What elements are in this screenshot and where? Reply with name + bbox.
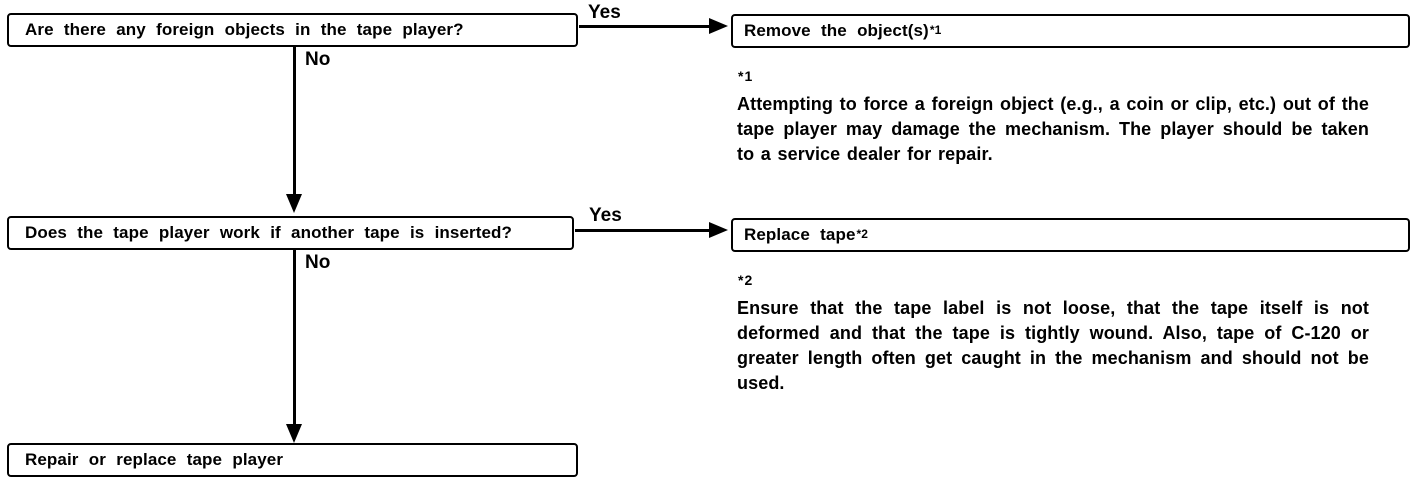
edge-label-yes-1: Yes	[588, 2, 621, 23]
arrowhead-down-1-icon	[286, 194, 302, 213]
action-1-footnote-ref: *1	[929, 23, 942, 37]
footnote-1-marker: *1	[738, 68, 754, 84]
connector-q2-no-line	[293, 250, 296, 425]
edge-label-no-2: No	[305, 252, 331, 273]
question-2-label: Does the tape player work if another tap…	[25, 223, 513, 242]
action-1-label: Remove the object(s)	[744, 21, 929, 40]
edge-label-no-1: No	[305, 49, 331, 70]
connector-q1-no-line	[293, 47, 296, 195]
flow-box-repair-or-replace: Repair or replace tape player	[7, 443, 578, 477]
arrowhead-right-2-icon	[709, 222, 728, 238]
connector-q2-yes-line	[575, 229, 711, 232]
connector-q1-yes-line	[579, 25, 711, 28]
flow-box-remove-objects: Remove the object(s)*1	[731, 14, 1410, 48]
flow-box-question-foreign-objects: Are there any foreign objects in the tap…	[7, 13, 578, 47]
flow-box-question-another-tape: Does the tape player work if another tap…	[7, 216, 574, 250]
arrowhead-right-1-icon	[709, 18, 728, 34]
footnote-2-text: Ensure that the tape label is not loose,…	[737, 298, 1369, 393]
footnote-2-marker: *2	[738, 272, 754, 288]
edge-label-yes-2: Yes	[589, 205, 622, 226]
action-2-footnote-ref: *2	[856, 227, 869, 241]
flow-box-replace-tape: Replace tape*2	[731, 218, 1410, 252]
question-1-label: Are there any foreign objects in the tap…	[25, 20, 464, 39]
footnote-1-text: Attempting to force a foreign object (e.…	[737, 94, 1369, 164]
action-2-label: Replace tape	[744, 225, 856, 244]
arrowhead-down-2-icon	[286, 424, 302, 443]
end-label: Repair or replace tape player	[25, 450, 284, 469]
